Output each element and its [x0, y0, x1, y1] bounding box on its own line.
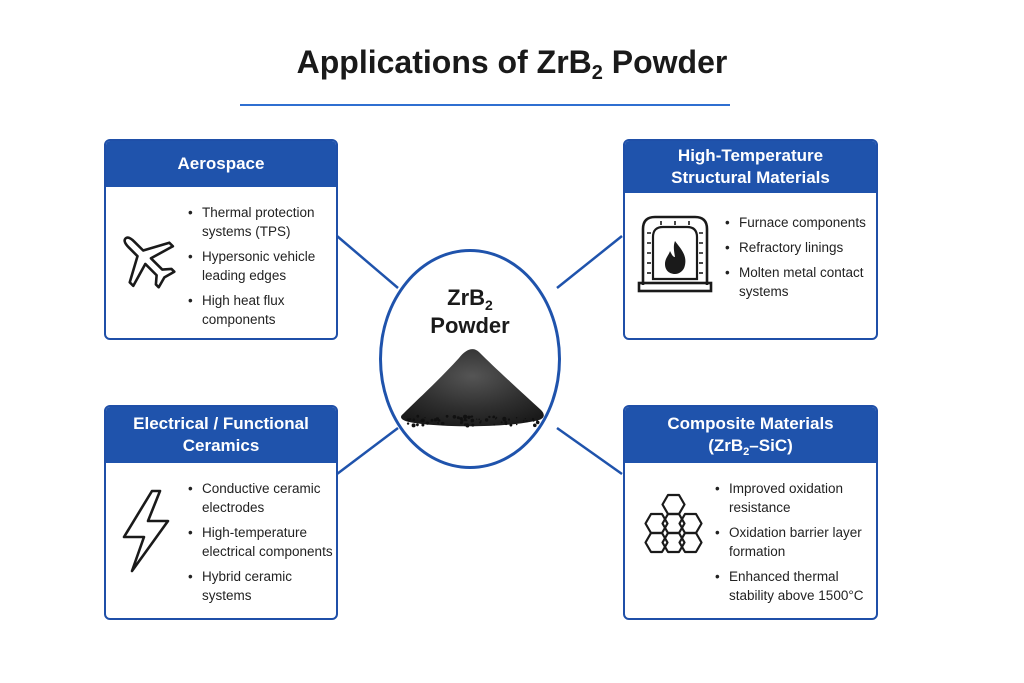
powder-grain: [406, 418, 410, 421]
powder-grain: [424, 417, 426, 419]
list-item: Improved oxidation resistance: [713, 479, 875, 517]
powder-grain: [464, 423, 468, 427]
card-header-composite: Composite Materials (ZrB2–SiC): [625, 407, 876, 463]
lightning-bolt-icon: [122, 489, 170, 573]
list-item: Furnace components: [723, 213, 873, 232]
card-composite-materials: Composite Materials (ZrB2–SiC) Improved …: [623, 405, 878, 620]
powder-grain: [416, 424, 419, 427]
powder-grain: [470, 418, 475, 423]
card-aerospace: Aerospace Thermal protection systems (TP…: [104, 139, 338, 340]
powder-grain: [536, 421, 539, 424]
powder-grain: [504, 422, 508, 426]
powder-grain: [420, 419, 423, 422]
center-hub: ZrB2 Powder: [379, 249, 561, 469]
powder-grain: [478, 418, 480, 421]
powder-grain: [421, 423, 425, 427]
connector-electrical: [336, 427, 399, 475]
card-title-line1: High-Temperature: [677, 146, 824, 165]
powder-grain: [479, 421, 482, 424]
card-header-high-temperature: High-Temperature Structural Materials: [625, 141, 876, 193]
powder-grain: [411, 423, 416, 428]
powder-grain: [467, 415, 471, 419]
powder-grain: [492, 416, 495, 419]
card-title-line2: Structural Materials: [671, 168, 830, 187]
powder-grain: [484, 418, 489, 422]
list-item: Oxidation barrier layer formation: [713, 523, 875, 561]
powder-grain: [463, 414, 468, 419]
powder-grain: [470, 415, 473, 418]
powder-grain: [524, 418, 526, 420]
powder-grain: [488, 415, 491, 419]
card-title-line2: Ceramics: [182, 436, 260, 455]
list-composite: Improved oxidation resistance Oxidation …: [713, 479, 875, 611]
powder-grain: [525, 420, 528, 423]
powder-grain: [502, 417, 507, 422]
powder-grain: [500, 421, 503, 424]
powder-grain: [531, 418, 535, 421]
powder-grain: [417, 415, 419, 418]
list-high-temperature: Furnace components Refractory linings Mo…: [723, 213, 873, 307]
card-title-line1: Composite Materials: [667, 414, 834, 433]
powder-grain: [463, 418, 467, 422]
powder-grain: [412, 418, 416, 421]
list-item: Enhanced thermal stability above 1500°C: [713, 567, 875, 605]
powder-grain: [440, 421, 445, 426]
card-high-temperature: High-Temperature Structural Materials Fu…: [623, 139, 878, 340]
powder-grain: [509, 423, 513, 427]
card-title-aerospace: Aerospace: [177, 154, 265, 173]
powder-grain: [471, 423, 475, 427]
connector-aerospace: [336, 235, 399, 289]
powder-grain: [425, 421, 429, 425]
list-electrical: Conductive ceramic electrodes High-tempe…: [186, 479, 336, 611]
powder-pile-image: [401, 349, 544, 428]
powder-grain: [435, 417, 440, 421]
card-title-line2: (ZrB2–SiC): [708, 436, 793, 458]
list-item: Refractory linings: [723, 238, 873, 257]
powder-grain: [452, 415, 457, 419]
powder-grain: [430, 418, 434, 422]
list-item: High heat flux components: [186, 291, 336, 329]
card-header-aerospace: Aerospace: [106, 141, 336, 187]
powder-grain: [480, 420, 482, 422]
powder-grain: [515, 417, 518, 419]
list-aerospace: Thermal protection systems (TPS) Hyperso…: [186, 203, 336, 335]
list-item: Hypersonic vehicle leading edges: [186, 247, 336, 285]
powder-grain: [522, 419, 525, 422]
powder-grain: [437, 422, 439, 425]
hexagon-honeycomb-icon: [644, 493, 703, 554]
powder-grain: [507, 418, 511, 421]
page-title: Applications of ZrB2 Powder: [296, 44, 728, 84]
powder-grain: [406, 422, 410, 425]
furnace-icon: [637, 215, 713, 293]
list-item: High-temperature electrical components: [186, 523, 336, 561]
list-item: Conductive ceramic electrodes: [186, 479, 336, 517]
powder-grain: [495, 416, 498, 419]
card-header-electrical: Electrical / Functional Ceramics: [106, 407, 336, 463]
connector-composite: [556, 426, 623, 476]
powder-grain: [533, 420, 535, 422]
hub-label: ZrB2 Powder: [382, 284, 558, 340]
title-underline: [240, 104, 730, 106]
powder-grain: [515, 423, 518, 426]
powder-grain: [460, 419, 464, 423]
connector-high-temp: [556, 235, 623, 289]
card-electrical-functional: Electrical / Functional Ceramics Conduct…: [104, 405, 338, 620]
powder-grain: [456, 416, 460, 420]
list-item: Hybrid ceramic systems: [186, 567, 336, 605]
powder-grain: [533, 423, 537, 428]
powder-grain: [493, 423, 496, 426]
hub-line1: ZrB2: [447, 285, 493, 313]
airplane-icon: [123, 236, 176, 289]
powder-grain: [445, 414, 449, 418]
list-item: Molten metal contact systems: [723, 263, 873, 301]
powder-grain: [476, 418, 478, 420]
powder-grain: [409, 418, 412, 421]
list-item: Thermal protection systems (TPS): [186, 203, 336, 241]
hub-line2: Powder: [430, 313, 510, 338]
card-title-line1: Electrical / Functional: [133, 414, 309, 433]
